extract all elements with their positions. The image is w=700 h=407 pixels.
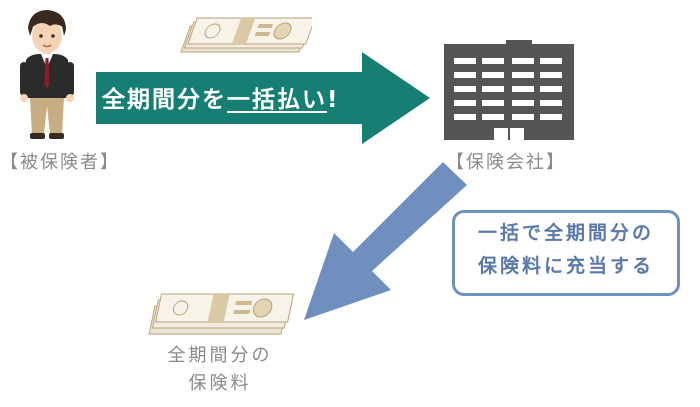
payment-arrow (96, 52, 430, 144)
allocation-note-box: 一括で全期間分の 保険料に充当する (452, 210, 680, 296)
premium-label-line-1: 全期間分の (167, 345, 273, 366)
allocation-arrow (304, 162, 467, 320)
note-line-1: 一括で全期間分の (477, 222, 654, 244)
office-building-icon (444, 40, 574, 140)
premium-label: 全期間分の 保険料 (150, 342, 290, 398)
premium-label-line-2: 保険料 (188, 373, 252, 394)
banknote-bundle-icon (180, 17, 312, 53)
insured-label: 【被保険者】 (0, 152, 120, 173)
banknote-bundle-icon (148, 293, 295, 335)
businessman-icon (20, 10, 74, 139)
company-label: 【保険会社】 (446, 152, 566, 173)
arrow-text-prefix: 全期間分を (102, 87, 227, 113)
arrow-text-suffix: ! (327, 87, 340, 113)
payment-arrow-label: 全期間分を一括払い! (102, 80, 340, 114)
note-line-2: 保険料に充当する (477, 255, 654, 277)
arrow-text-underlined: 一括払い (227, 87, 327, 113)
